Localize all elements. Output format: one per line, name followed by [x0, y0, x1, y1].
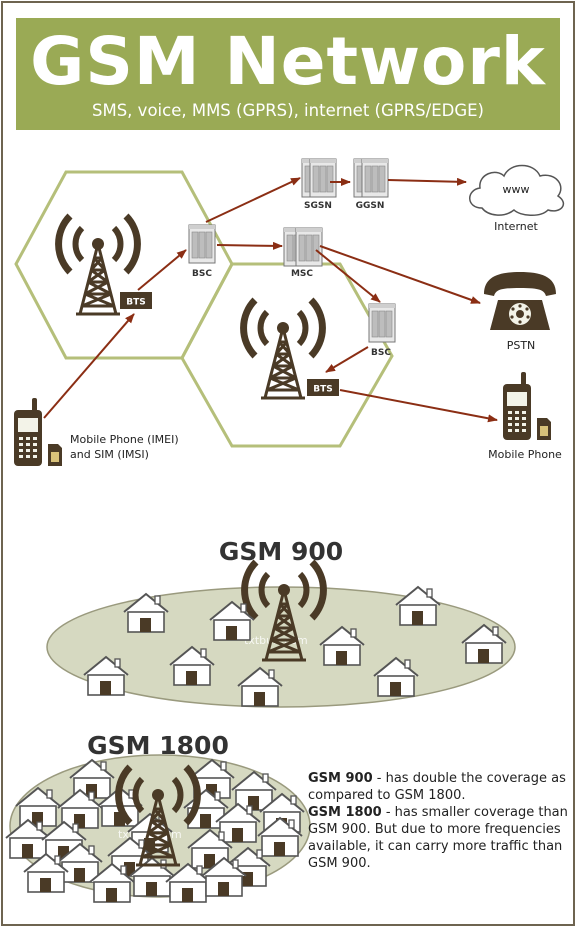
note-gsm900-title: GSM 900 [308, 771, 373, 786]
cell-hexagon-left [14, 170, 234, 360]
bts-label-left: BTS [126, 298, 145, 308]
note-gsm900: GSM 900 - has double the coverage as com… [308, 770, 578, 804]
sgsn-server-icon [309, 158, 337, 198]
note-gsm900-text: - has double the coverage as compared to… [308, 771, 566, 803]
mobile-phone-icon [14, 398, 62, 466]
phone-left-label-line1: Mobile Phone (IMEI) [70, 433, 179, 446]
connection-arrows [43, 177, 498, 423]
internet-label: Internet [494, 220, 538, 233]
sgsn-label: SGSN [304, 201, 332, 211]
ggsn-label: GGSN [356, 201, 385, 211]
ggsn-server-icon [361, 158, 389, 198]
title-banner: GSM Network SMS, voice, MMS (GPRS), inte… [16, 18, 560, 130]
bsc-label-left: BSC [192, 269, 212, 279]
telephone-icon [484, 272, 556, 330]
phone-left-label-line2: and SIM (IMSI) [70, 448, 149, 461]
cell-hexagon-right [180, 262, 394, 448]
bts-badge [120, 292, 152, 309]
bts-label-right: BTS [313, 385, 332, 395]
bsc-label-right: BSC [371, 348, 391, 358]
phone-right-label: Mobile Phone [488, 448, 562, 461]
bsc-server-icon [188, 224, 216, 264]
msc-label: MSC [291, 269, 313, 279]
mobile-phone-icon [503, 372, 551, 440]
pstn-label: PSTN [507, 339, 536, 352]
bsc-server-icon [368, 303, 396, 343]
note-gsm1800: GSM 1800 - has smaller coverage than GSM… [308, 804, 578, 872]
note-gsm1800-title: GSM 1800 [308, 805, 382, 820]
gsm900-heading: GSM 900 [219, 537, 343, 566]
page-title: GSM Network [30, 23, 546, 100]
notes-panel: GSM 900 - has double the coverage as com… [308, 770, 578, 872]
msc-server-icon [295, 227, 323, 267]
note-gsm1800-text: - has smaller coverage than GSM 900. But… [308, 805, 568, 871]
page-subtitle: SMS, voice, MMS (GPRS), internet (GPRS/E… [92, 101, 484, 120]
cloud-icon [469, 164, 565, 216]
cloud-text: www [503, 183, 530, 196]
bts-badge [307, 379, 339, 396]
